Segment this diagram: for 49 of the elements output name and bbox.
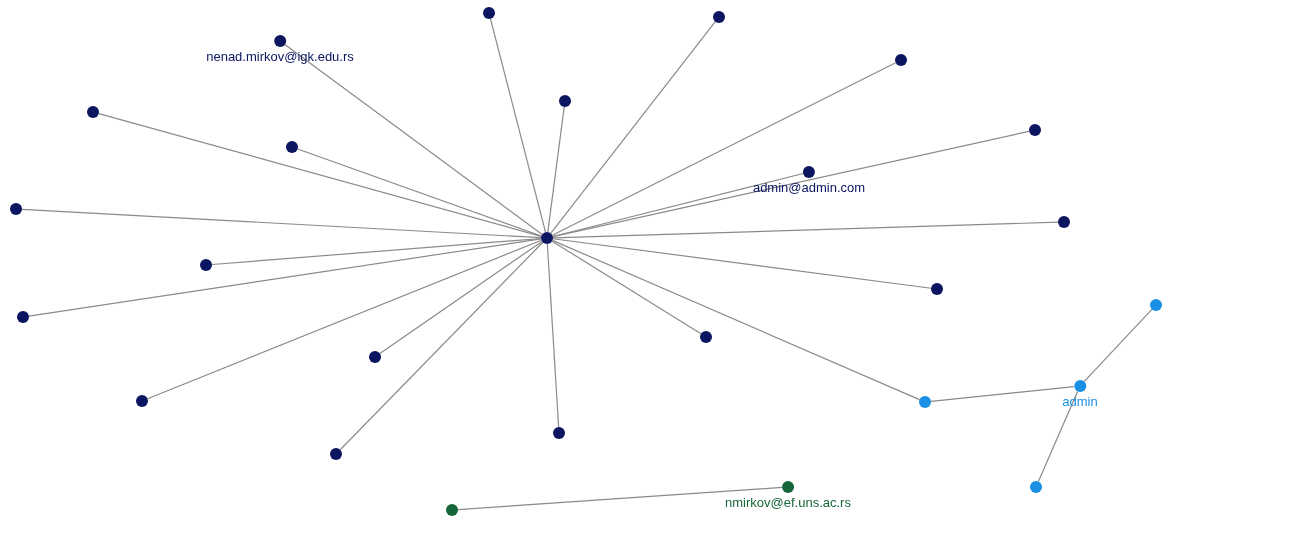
connector-line — [552, 238, 932, 289]
connector-line — [550, 21, 716, 234]
node-dot — [700, 331, 712, 343]
node-dot — [1058, 216, 1070, 228]
connector-line — [28, 238, 542, 317]
connector-line — [146, 239, 543, 400]
connector-line — [547, 106, 565, 233]
connector-line — [339, 241, 544, 451]
connector-line — [284, 43, 543, 236]
node-dot — [559, 95, 571, 107]
connector-line — [1037, 390, 1079, 483]
node-label: admin — [1062, 394, 1098, 409]
node-dot — [136, 395, 148, 407]
connector-line — [457, 486, 783, 511]
node-label: nenad.mirkov@igk.edu.rs — [206, 49, 354, 64]
connector-line — [1083, 308, 1153, 383]
node-dot — [553, 427, 565, 439]
node-dot — [919, 396, 931, 408]
node-dot — [200, 259, 212, 271]
node-dot — [1030, 481, 1042, 493]
connector-line — [930, 386, 1075, 402]
connector-line — [379, 240, 543, 355]
node-dot — [1150, 299, 1162, 311]
node-dot — [286, 141, 298, 153]
node-dot — [10, 203, 22, 215]
node-dot — [713, 11, 725, 23]
node-dot — [1029, 124, 1041, 136]
connector-line — [297, 148, 542, 237]
connector-line — [21, 208, 542, 239]
node-label: admin@admin.com — [752, 180, 866, 195]
connector-line — [489, 18, 547, 233]
node-label: nmirkov@ef.uns.ac.rs — [725, 495, 851, 510]
connector-line — [98, 113, 542, 237]
node-dot — [17, 311, 29, 323]
node-dot — [895, 54, 907, 66]
connector-line — [551, 240, 702, 335]
connector-line — [546, 243, 560, 428]
connector-line — [552, 221, 1059, 239]
connector-line — [551, 62, 897, 236]
node-dot — [330, 448, 342, 460]
node-dot — [931, 283, 943, 295]
connector-line — [551, 239, 921, 401]
connector-line — [211, 237, 542, 266]
node-dot — [541, 232, 553, 244]
node-dot — [446, 504, 458, 516]
connector-line — [552, 172, 804, 238]
node-dot — [87, 106, 99, 118]
node-dot — [369, 351, 381, 363]
node-dot — [483, 7, 495, 19]
